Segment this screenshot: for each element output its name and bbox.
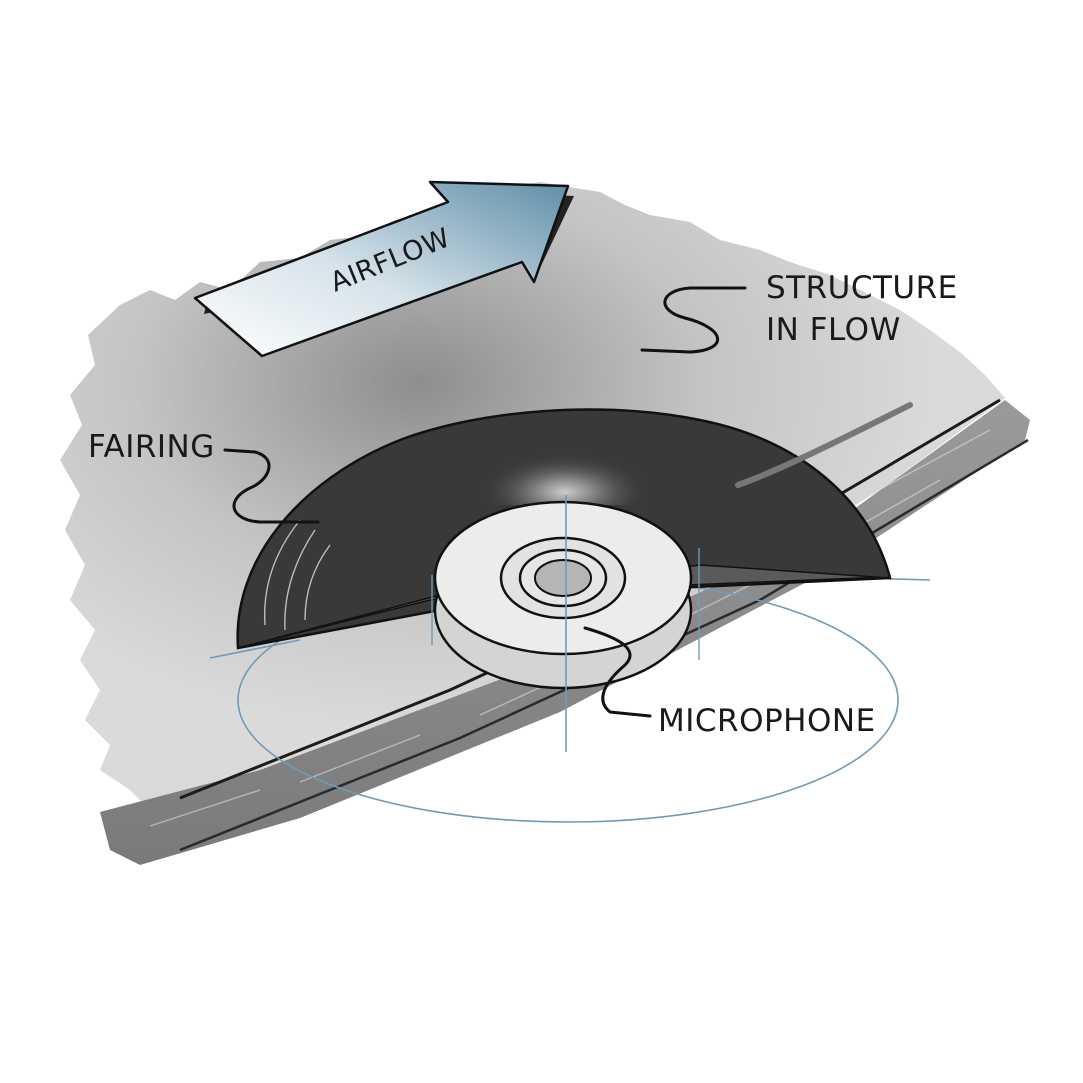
fairing-highlight xyxy=(470,418,660,505)
microphone-core xyxy=(534,559,592,597)
airflow-arrow-body xyxy=(193,180,570,358)
microphone-label: MICROPHONE xyxy=(658,703,876,739)
airflow-arrow: AIRFLOW xyxy=(193,180,574,358)
fairing-sketch-lines xyxy=(263,519,331,631)
structure-label-line2: IN FLOW xyxy=(766,312,901,348)
fairing-label: FAIRING xyxy=(88,429,215,465)
structure-label-line1: STRUCTURE xyxy=(766,270,958,306)
microphone-leader xyxy=(583,626,652,718)
structure-edge-strip xyxy=(100,400,1030,865)
fairing-pencil-mark xyxy=(735,402,913,488)
guide-line-left xyxy=(209,639,301,659)
fairing-leader xyxy=(223,448,320,524)
structure-leader xyxy=(640,286,747,354)
